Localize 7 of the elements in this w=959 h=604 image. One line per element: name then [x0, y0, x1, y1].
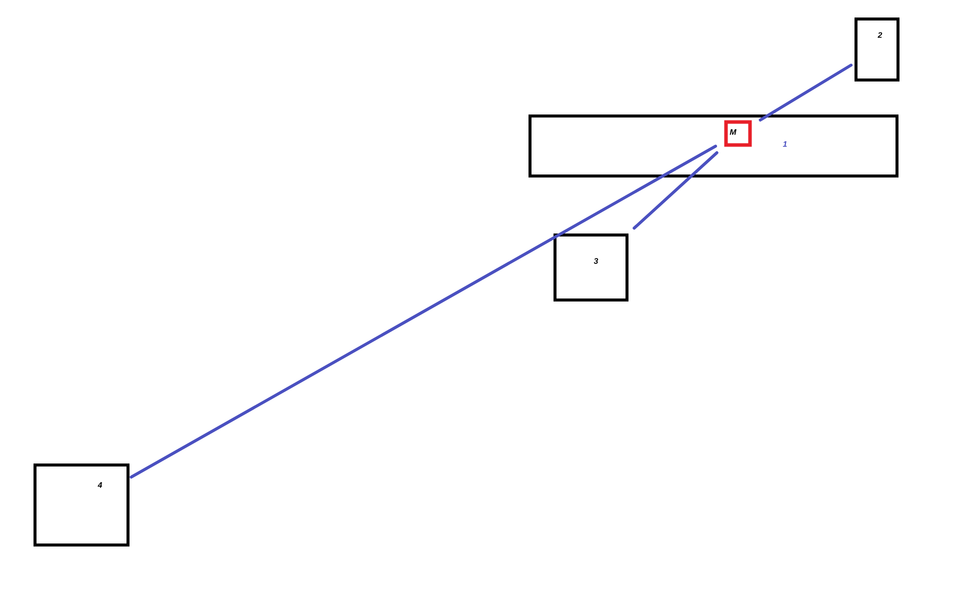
- connector-line: [632, 151, 718, 230]
- connector-line: [758, 64, 853, 122]
- process-box: 2: [854, 18, 900, 82]
- connector-line: [130, 144, 718, 479]
- process-box: 3: [554, 234, 628, 302]
- marker-box: M: [724, 120, 752, 147]
- process-box: 4: [34, 464, 130, 546]
